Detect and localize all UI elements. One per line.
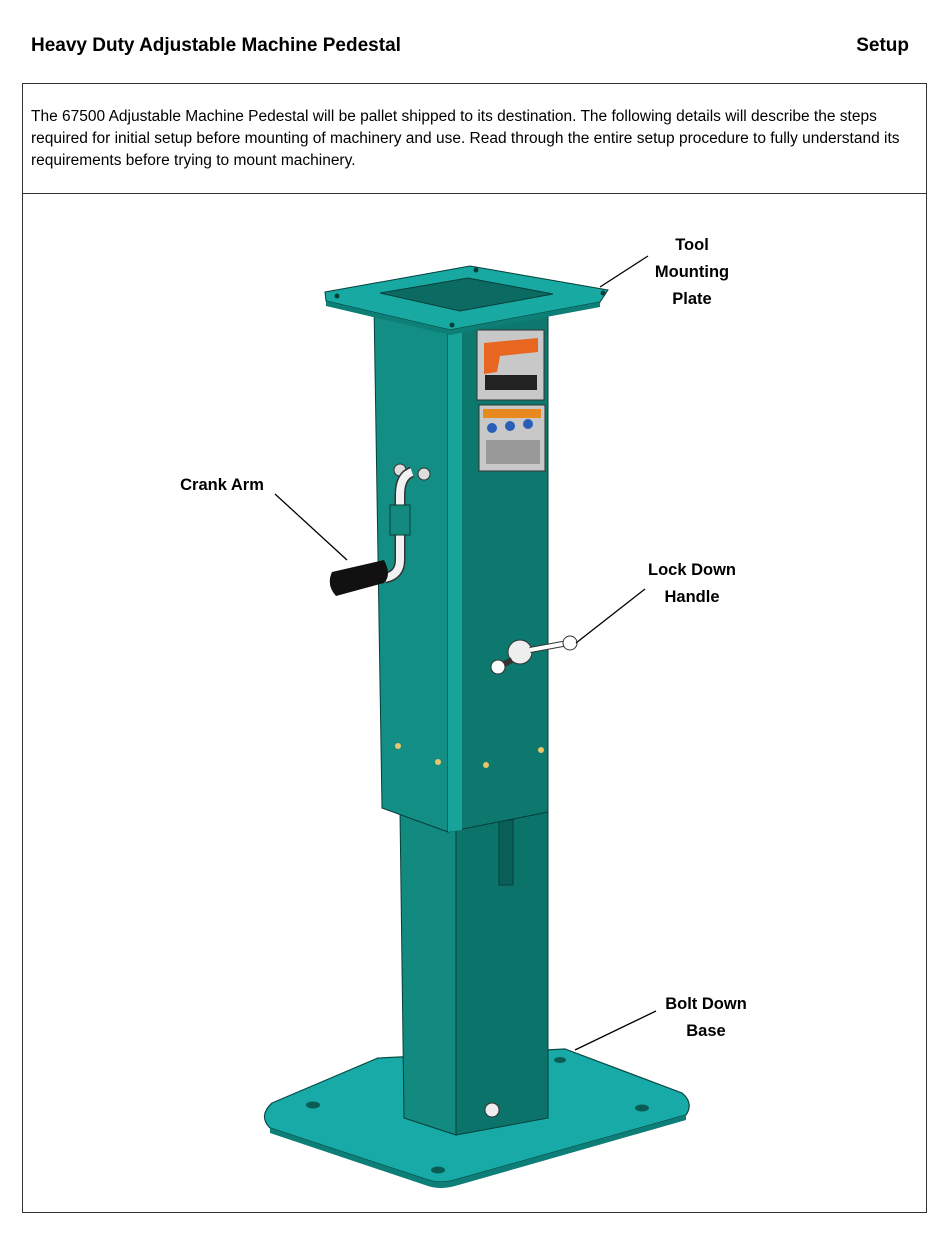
- leader-bolt-base: [574, 1010, 657, 1051]
- upper-column: [373, 304, 549, 833]
- lower-column: [399, 811, 549, 1136]
- label-line: Tool: [675, 236, 709, 254]
- crank-arm: [329, 463, 431, 596]
- label-line: Mounting: [654, 263, 730, 281]
- section-title: Setup: [856, 35, 909, 56]
- label-bolt-down-base: Bolt Down Base: [636, 991, 776, 1045]
- leader-tool-plate: [599, 255, 649, 288]
- tool-mounting-plate: [324, 265, 609, 335]
- intro-paragraph: The 67500 Adjustable Machine Pedestal wi…: [31, 108, 900, 169]
- label-line: Plate: [672, 290, 712, 308]
- leader-crank-arm: [274, 493, 348, 561]
- label-line: Base: [686, 1022, 726, 1040]
- divider: [22, 193, 927, 194]
- label-line: Lock Down: [647, 561, 736, 579]
- document-title: Heavy Duty Adjustable Machine Pedestal: [31, 35, 401, 56]
- lock-down-handle: [490, 635, 578, 675]
- label-lock-down-handle: Lock Down Handle: [622, 557, 762, 611]
- label-crank-arm: Crank Arm: [162, 472, 282, 499]
- content-frame: [22, 83, 927, 1213]
- label-line: Handle: [664, 588, 720, 606]
- label-line: Crank Arm: [180, 476, 264, 494]
- label-tool-mounting-plate: Tool Mounting Plate: [632, 232, 752, 313]
- leader-lock-handle: [575, 588, 646, 644]
- label-line: Bolt Down: [665, 995, 747, 1013]
